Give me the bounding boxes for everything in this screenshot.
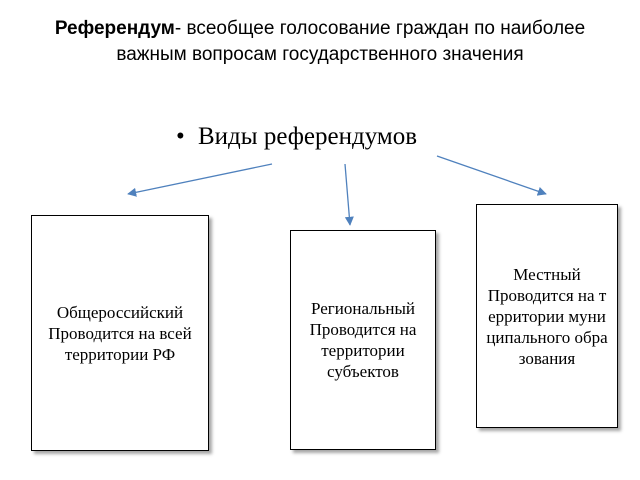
title-definition: - всеобщее голосование граждан по наибол… (116, 18, 586, 65)
referendum-type-local: Местный Проводится на территории муницип… (476, 204, 618, 428)
local-name: Местный (513, 264, 581, 284)
arrow-right (436, 155, 547, 196)
federal-name: Общероссийский (56, 302, 184, 322)
arrow-left (127, 163, 273, 197)
referendum-type-regional: Региональный Проводится на территории су… (290, 230, 436, 450)
local-description: Проводится на территории муниципального … (486, 285, 608, 368)
slide-title: Референдум- всеобщее голосование граждан… (40, 16, 600, 68)
bullet-dot-icon: • (176, 123, 185, 150)
regional-description: Проводится на территории субъектов (309, 320, 417, 381)
federal-description: Проводится на всей территории РФ (48, 323, 192, 364)
arrow-mid (344, 163, 354, 226)
regional-name: Региональный (311, 299, 415, 318)
referendum-type-federal: Общероссийский Проводится на всей террит… (31, 215, 209, 451)
bullet-item: • Виды референдумов (176, 122, 417, 152)
bullet-text: Виды референдумов (198, 123, 418, 150)
title-term: Референдум (54, 18, 175, 39)
